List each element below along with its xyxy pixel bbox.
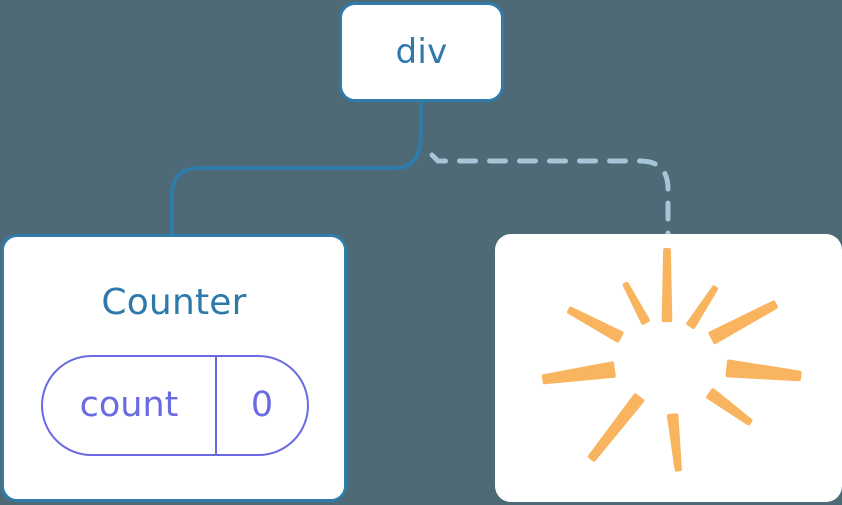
- sparkle-burst-icon: [541, 248, 802, 472]
- spark-ray-9: [622, 281, 650, 325]
- counter-prop-value-label: 0: [250, 385, 274, 425]
- counter-prop-value: 0: [217, 357, 307, 454]
- div-node-title: div: [395, 32, 448, 72]
- spark-ray-5: [666, 413, 682, 472]
- edge-div-to-counter: [170, 99, 423, 236]
- spark-ray-1: [686, 285, 719, 329]
- spark-ray-7: [541, 361, 616, 385]
- counter-prop-key-label: count: [79, 385, 179, 425]
- spark-ray-6: [587, 393, 645, 462]
- counter-node-title: Counter: [101, 282, 247, 323]
- spark-ray-8: [567, 306, 624, 343]
- spark-ray-3: [725, 359, 802, 382]
- counter-prop-pill[interactable]: count 0: [41, 355, 309, 456]
- spark-ray-2: [708, 300, 778, 345]
- spark-ray-0: [661, 248, 673, 323]
- spark-node[interactable]: [495, 234, 842, 502]
- edge-div-to-spark: [429, 152, 671, 237]
- counter-prop-key: count: [43, 357, 217, 454]
- spark-ray-4: [706, 388, 753, 426]
- div-node[interactable]: div: [339, 2, 504, 102]
